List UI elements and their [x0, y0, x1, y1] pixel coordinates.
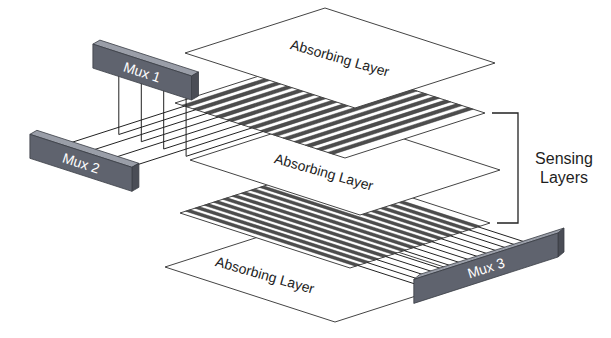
- layer-stack: [30, 8, 564, 322]
- mux-wire: [119, 110, 196, 135]
- mux-bar-front: [414, 233, 558, 303]
- sensing-strip: [328, 107, 474, 154]
- sensing-strip: [316, 104, 462, 151]
- mux-label: Mux 1: [121, 59, 162, 86]
- mux-bar: Mux 3: [462, 253, 510, 284]
- layer-label: Absorbing Layer: [214, 253, 316, 296]
- mux-bar-front: [93, 44, 192, 100]
- mux-bar-end: [132, 163, 139, 191]
- absorbing-sheet: [185, 8, 495, 108]
- mux-label: Mux 2: [60, 150, 101, 177]
- absorbing-layer: Absorbing Layer: [270, 148, 379, 195]
- mux-bar-end: [558, 228, 564, 257]
- layer-label: Absorbing Layer: [289, 36, 391, 79]
- sensing-strip: [186, 210, 361, 267]
- absorbing-layer: Absorbing Layer: [211, 251, 320, 298]
- mux-bar: Mux 2: [57, 148, 105, 179]
- mux-bar: Mux 1: [118, 57, 166, 88]
- mux-wire: [186, 132, 263, 157]
- mux-bar-front: [30, 134, 132, 191]
- bracket: [492, 113, 518, 223]
- absorbing-layer: Absorbing Layer: [286, 34, 395, 81]
- layer-label: Absorbing Layer: [273, 150, 375, 193]
- callout-label: Sensing Layers: [524, 149, 604, 187]
- mux-label: Mux 3: [465, 255, 506, 282]
- mux-wire: [141, 117, 218, 142]
- mux-bar-end: [192, 72, 199, 100]
- mux-wire: [164, 124, 241, 149]
